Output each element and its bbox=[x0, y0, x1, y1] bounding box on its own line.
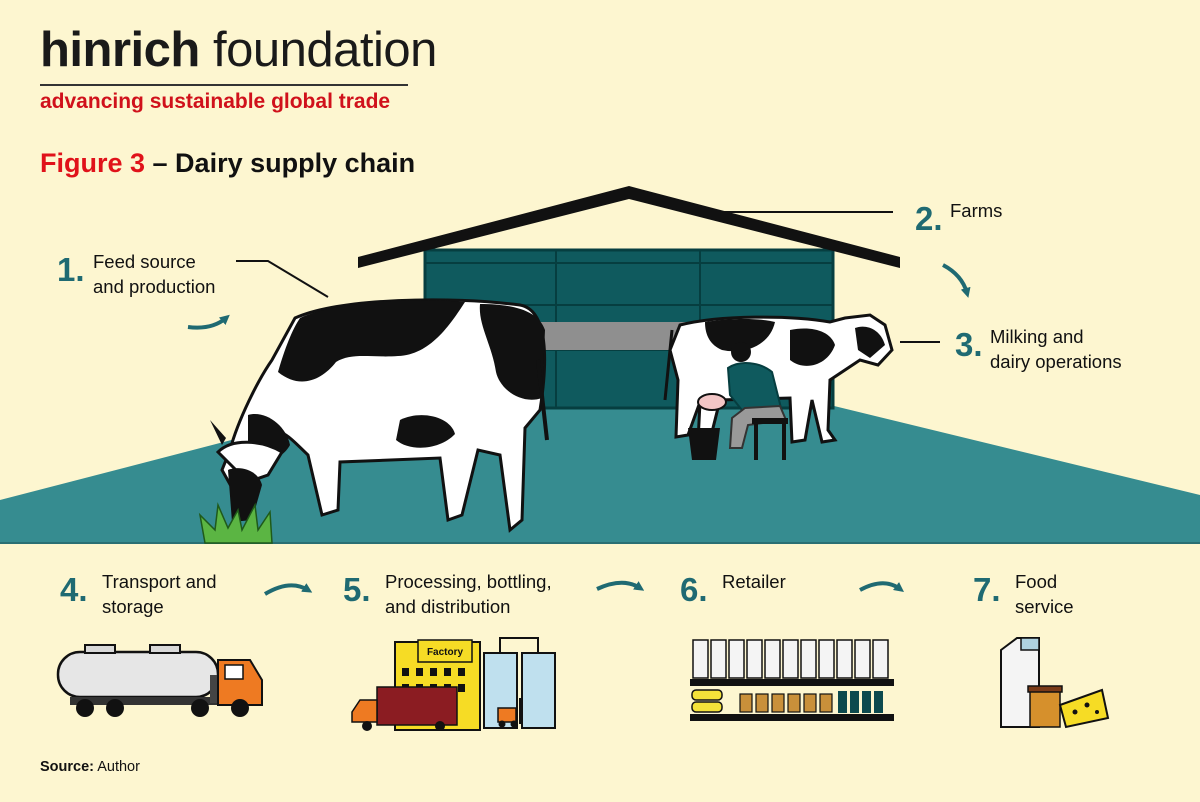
farm-ground bbox=[0, 395, 1200, 543]
milk-tanker-truck bbox=[56, 644, 263, 717]
factory: Factory bbox=[351, 637, 556, 731]
step-label: Feed source and production bbox=[93, 251, 216, 297]
arrow-5-to-6 bbox=[596, 580, 645, 591]
forklift bbox=[497, 698, 521, 728]
figure-title: Figure 3 – Dairy supply chain bbox=[40, 148, 415, 179]
step-label: Milking and dairy operations bbox=[990, 326, 1122, 372]
leader-lines bbox=[236, 211, 940, 343]
source-note: Source: Author bbox=[40, 759, 140, 775]
arrow-4-to-5 bbox=[263, 583, 313, 596]
step-number: 1. bbox=[57, 251, 85, 288]
step-number: 7. bbox=[973, 571, 1001, 608]
step-label: Transport and storage bbox=[102, 571, 217, 617]
grass bbox=[198, 502, 273, 544]
figure-number: Figure 3 bbox=[40, 148, 146, 178]
arrow-1-to-2 bbox=[187, 314, 230, 330]
brand-tagline: advancing sustainable global trade bbox=[40, 90, 391, 113]
step-number: 6. bbox=[680, 571, 708, 608]
factory-sign: Factory bbox=[427, 647, 464, 658]
step-number: 3. bbox=[955, 326, 983, 363]
step-label: Farms bbox=[950, 200, 1003, 221]
farmer bbox=[688, 342, 788, 460]
retail-shelf bbox=[690, 639, 894, 721]
grazing-cow bbox=[210, 298, 549, 533]
source-value: Author bbox=[94, 759, 140, 775]
figure-title-text: – Dairy supply chain bbox=[145, 148, 416, 178]
step-number: 2. bbox=[915, 200, 943, 237]
brand-name-bold: hinrich bbox=[40, 23, 200, 77]
step-label: Retailer bbox=[722, 571, 786, 592]
step-number: 4. bbox=[60, 571, 88, 608]
source-label: Source: bbox=[40, 759, 94, 775]
arrow-2-to-3 bbox=[942, 263, 971, 298]
step-number: 5. bbox=[343, 571, 371, 608]
brand-divider bbox=[40, 84, 408, 86]
step-label: Processing, bottling, and distribution bbox=[385, 571, 552, 617]
arrow-6-to-7 bbox=[859, 581, 905, 592]
food-service bbox=[1000, 637, 1110, 729]
brand-name-rest: foundation bbox=[199, 23, 437, 77]
brand-name: hinrich foundation bbox=[40, 26, 437, 75]
step-label: Food service bbox=[1015, 571, 1074, 617]
